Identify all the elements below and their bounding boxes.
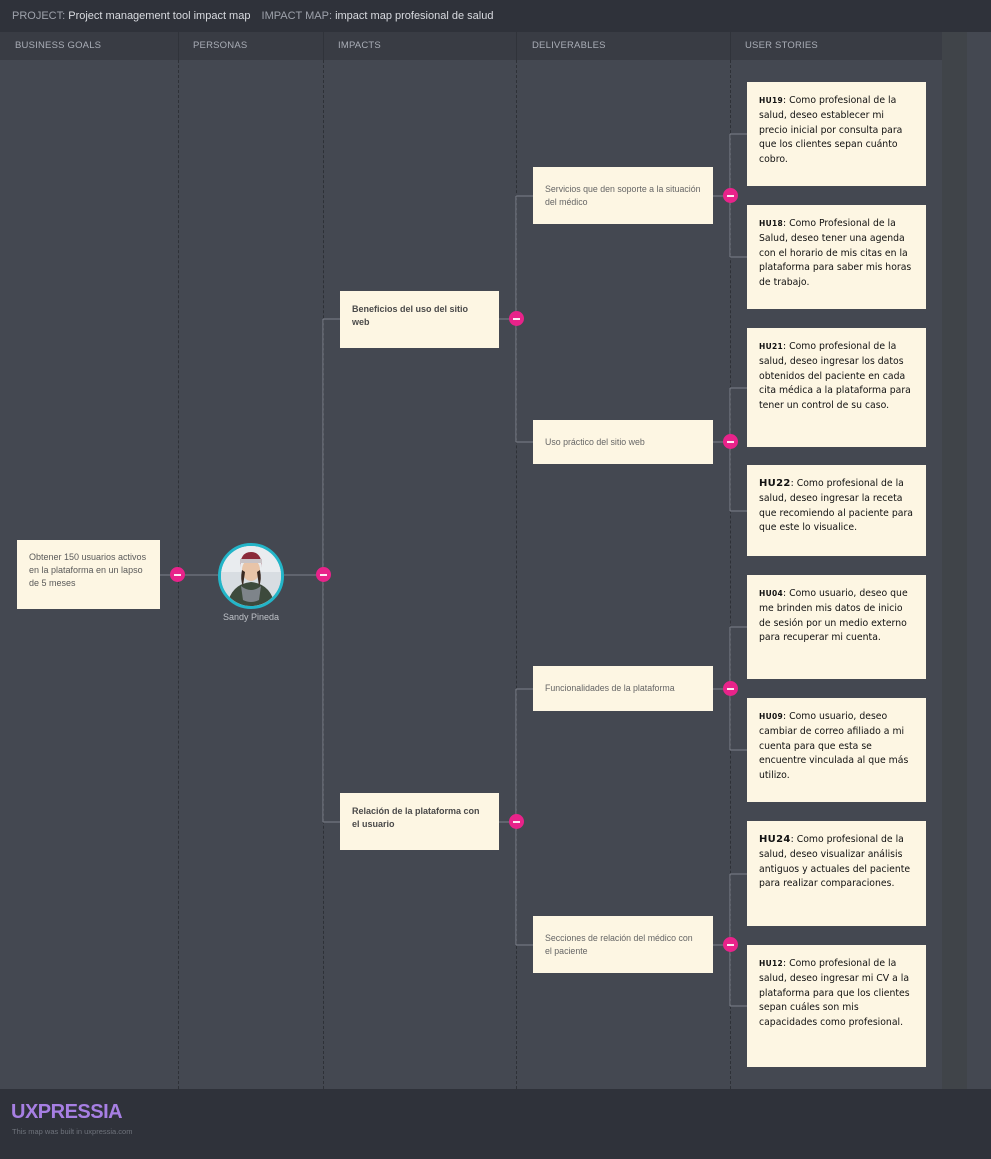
user-story-id: HU18 [759, 219, 784, 228]
collapse-toggle-icon[interactable] [316, 567, 331, 582]
column-header-personas: PERSONAS [193, 40, 248, 51]
user-story-id: HU04 [759, 589, 784, 598]
user-story-card[interactable]: HU09: Como usuario, deseo cambiar de cor… [747, 698, 926, 802]
user-story-id: HU19 [759, 96, 784, 105]
user-story-id: HU22 [759, 478, 791, 489]
impact-text: Relación de la plataforma con el usuario [352, 806, 480, 829]
person-photo-icon [221, 546, 281, 606]
collapse-toggle-icon[interactable] [723, 681, 738, 696]
user-story-id: HU24 [759, 834, 791, 845]
column-divider [516, 60, 517, 1089]
user-story-card[interactable]: HU24: Como profesional de la salud, dese… [747, 821, 926, 926]
persona-avatar[interactable] [218, 543, 284, 609]
user-story-card[interactable]: HU22: Como profesional de la salud, dese… [747, 465, 926, 556]
user-story-text: Como profesional de la salud, deseo ingr… [759, 478, 913, 534]
user-story-card[interactable]: HU12: Como profesional de la salud, dese… [747, 945, 926, 1067]
project-label: PROJECT: [12, 10, 66, 22]
footer: UXPRESSIA This map was built in uxpressi… [0, 1089, 991, 1159]
uxpressia-logo[interactable]: UXPRESSIA [11, 1101, 123, 1123]
business-goal-text: Obtener 150 usuarios activos en la plata… [29, 552, 147, 588]
impact-card[interactable]: Beneficios del uso del sitio web [340, 291, 499, 348]
user-story-card[interactable]: HU18: Como Profesional de la Salud, dese… [747, 205, 926, 309]
collapse-toggle-icon[interactable] [723, 937, 738, 952]
project-name[interactable]: Project management tool impact map [68, 10, 251, 22]
collapse-toggle-icon[interactable] [509, 311, 524, 326]
deliverable-card[interactable]: Servicios que den soporte a la situación… [533, 167, 713, 224]
column-header-impacts: IMPACTS [338, 40, 381, 51]
collapse-toggle-icon[interactable] [170, 567, 185, 582]
user-story-text: Como usuario, deseo que me brinden mis d… [759, 588, 908, 644]
user-story-card[interactable]: HU04: Como usuario, deseo que me brinden… [747, 575, 926, 679]
map-name[interactable]: impact map profesional de salud [335, 10, 494, 22]
user-story-text: Como Profesional de la Salud, deseo tene… [759, 218, 912, 289]
impact-text: Beneficios del uso del sitio web [352, 304, 469, 327]
user-story-text: Como profesional de la salud, deseo visu… [759, 834, 911, 890]
deliverable-text: Uso práctico del sitio web [545, 436, 645, 447]
footer-tagline: This map was built in uxpressia.com [12, 1127, 133, 1136]
business-goal-card[interactable]: Obtener 150 usuarios activos en la plata… [17, 540, 160, 609]
deliverable-text: Secciones de relación del médico con el … [545, 932, 693, 956]
user-story-id: HU21 [759, 342, 784, 351]
user-story-card[interactable]: HU21: Como profesional de la salud, dese… [747, 328, 926, 447]
column-header-bar: BUSINESS GOALS PERSONAS IMPACTS DELIVERA… [0, 32, 967, 60]
column-header-user-stories: USER STORIES [745, 40, 818, 51]
deliverable-card[interactable]: Uso práctico del sitio web [533, 420, 713, 464]
collapse-toggle-icon[interactable] [723, 188, 738, 203]
column-header-deliverables: DELIVERABLES [532, 40, 606, 51]
user-story-text: Como profesional de la salud, deseo ingr… [759, 958, 910, 1029]
user-story-id: HU12 [759, 959, 784, 968]
column-divider [730, 60, 731, 1089]
user-story-text: Como profesional de la salud, deseo esta… [759, 95, 903, 166]
deliverable-text: Funcionalidades de la plataforma [545, 683, 675, 693]
column-header-business-goals: BUSINESS GOALS [15, 40, 102, 51]
user-story-text: Como profesional de la salud, deseo ingr… [759, 341, 911, 412]
collapse-toggle-icon[interactable] [723, 434, 738, 449]
collapse-toggle-icon[interactable] [509, 814, 524, 829]
user-story-text: Como usuario, deseo cambiar de correo af… [759, 711, 909, 782]
persona-name: Sandy Pineda [222, 612, 280, 622]
deliverable-card[interactable]: Funcionalidades de la plataforma [533, 666, 713, 711]
deliverable-text: Servicios que den soporte a la situación… [545, 183, 701, 207]
right-gutter [942, 32, 967, 1089]
user-story-card[interactable]: HU19: Como profesional de la salud, dese… [747, 82, 926, 186]
user-story-id: HU09 [759, 712, 784, 721]
impact-card[interactable]: Relación de la plataforma con el usuario [340, 793, 499, 850]
map-label: IMPACT MAP: [261, 10, 333, 22]
top-bar: PROJECT: Project management tool impact … [0, 0, 991, 32]
deliverable-card[interactable]: Secciones de relación del médico con el … [533, 916, 713, 973]
